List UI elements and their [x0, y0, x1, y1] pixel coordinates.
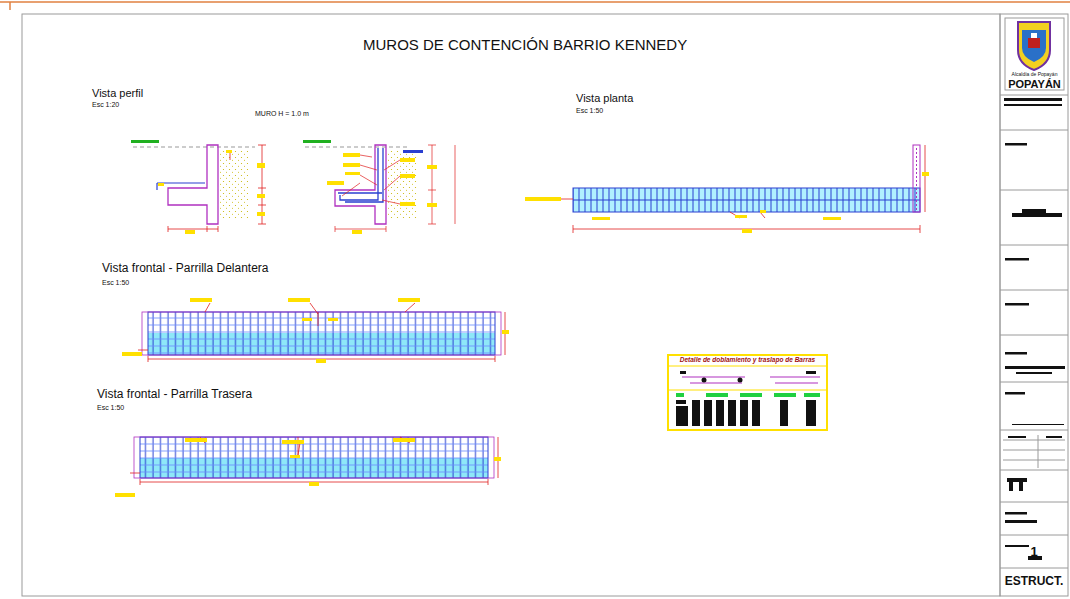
view-title: Vista perfil: [92, 87, 143, 100]
box-subtext: POPAYÁN: [1008, 78, 1061, 90]
sheet-title: MUROS DE CONTENCIÓN BARRIO KENNEDY: [363, 36, 687, 53]
box-text: Detalle de doblamiento y traslapo de Bar…: [680, 356, 815, 363]
scale-note: Esc 1:50: [97, 404, 124, 412]
scale-note: Esc 1:50: [576, 107, 603, 115]
view-title: Vista frontal - Parrilla Delantera: [102, 262, 269, 276]
box-text: 1: [1030, 545, 1037, 559]
wall-height-note: MURO H = 1.0 m: [255, 110, 309, 118]
sheet-code: ESTRUCT.: [1001, 569, 1067, 595]
box-text: ESTRUCT.: [1005, 575, 1064, 588]
box-text: Alcaldía de Popayán: [1012, 72, 1058, 78]
logo-panel: Alcaldía de PopayánPOPAYÁN: [1005, 18, 1064, 90]
detail-table: Detalle de doblamiento y traslapo de Bar…: [668, 356, 827, 366]
scale-note: Esc 1:20: [92, 101, 119, 109]
sheet-number: 1: [1001, 536, 1067, 568]
view-title: Vista planta: [576, 92, 633, 105]
view-title: Vista frontal - Parrilla Trasera: [97, 388, 252, 402]
scale-note: Esc 1:50: [102, 279, 129, 287]
